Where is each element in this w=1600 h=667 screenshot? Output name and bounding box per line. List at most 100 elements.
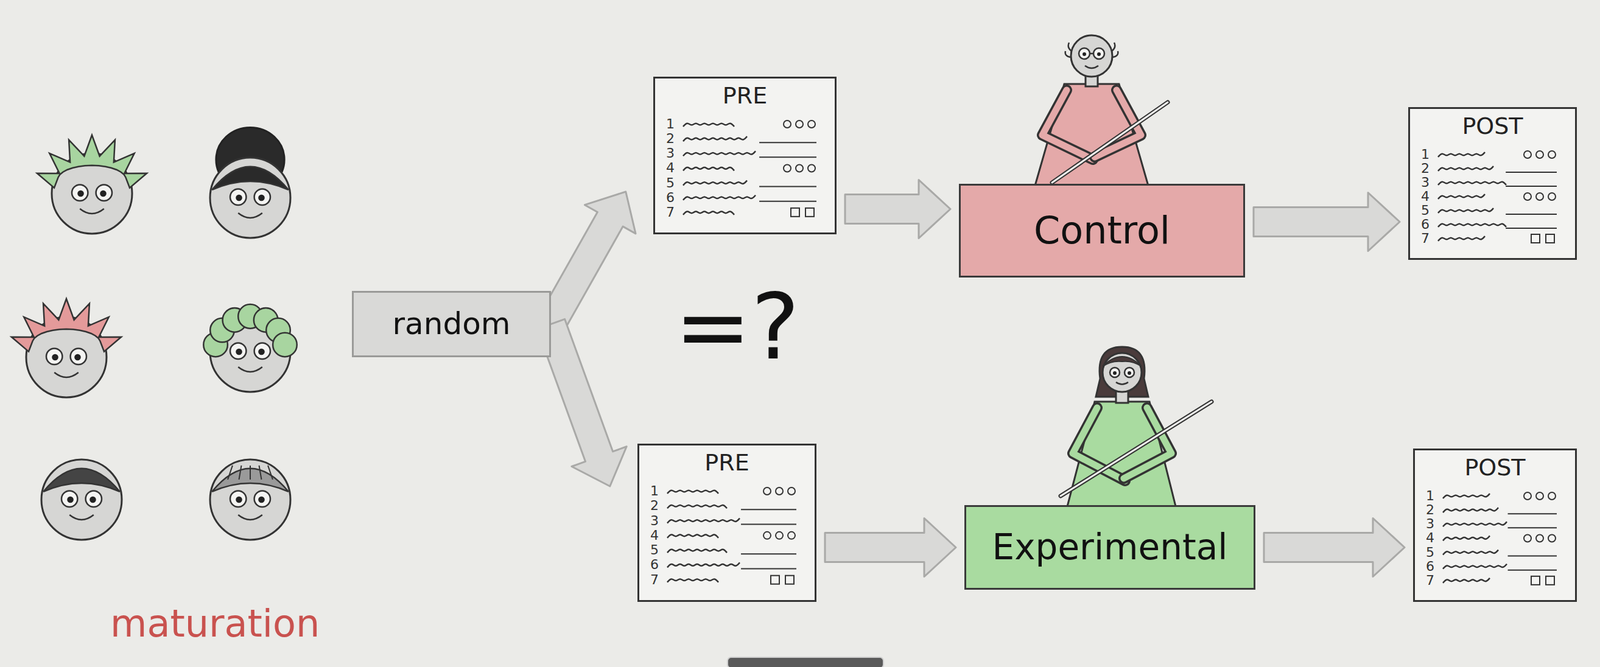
control-teacher-figure (1065, 42, 1119, 58)
scribble-line (1438, 182, 1507, 186)
student-face (254, 342, 271, 359)
control-teacher-figure (1084, 65, 1099, 69)
student-face (41, 459, 122, 541)
block-arrow-connector (538, 191, 636, 332)
pre-test-sheet: PRE (637, 443, 817, 603)
student-face (77, 190, 85, 198)
scribble-line (1442, 535, 1490, 541)
answer-circle (783, 120, 791, 128)
experimental-teacher-figure (1102, 356, 1142, 367)
question-number: 1 (1421, 147, 1430, 162)
answer-circle (763, 487, 771, 495)
question-number: 1 (666, 117, 675, 131)
answer-line (759, 186, 817, 188)
answer-circle (1548, 534, 1556, 542)
node-label: random (392, 307, 511, 341)
answer-line (740, 524, 797, 526)
student-face (11, 298, 122, 352)
experimental-teacher-figure (1112, 371, 1117, 376)
sheet-heading: POST (1461, 113, 1523, 140)
student-face (37, 135, 147, 234)
experimental-teacher-figure (1109, 367, 1120, 378)
answer-circle (1548, 150, 1556, 159)
student-face (238, 515, 263, 520)
answer-circle (1523, 492, 1532, 500)
control-teacher-figure (1033, 84, 1150, 190)
student-face (249, 465, 251, 480)
block-arrow-connector (1263, 518, 1405, 578)
student-face (85, 490, 102, 507)
answer-line (1505, 213, 1557, 215)
question-number: 4 (650, 529, 659, 543)
student-face (230, 342, 246, 359)
student-face (71, 184, 88, 201)
scribble-line (683, 167, 735, 171)
answer-circle (775, 532, 783, 540)
scribble-line (1438, 236, 1485, 242)
answer-box (770, 575, 780, 585)
student-face (66, 496, 74, 504)
student-face (203, 304, 297, 393)
scribble-line (667, 535, 719, 539)
student-face (210, 127, 291, 239)
post-test-sheet: POST (1408, 107, 1577, 260)
equality-question-mark: =? (674, 281, 800, 373)
answer-circle (1536, 150, 1544, 159)
answer-circle (763, 532, 771, 540)
control-teacher-figure (1082, 52, 1087, 57)
answer-line (759, 200, 817, 203)
answer-box (1531, 234, 1540, 243)
answer-line (1505, 185, 1557, 187)
student-face (267, 465, 273, 480)
student-face (96, 184, 113, 201)
answer-line (740, 568, 797, 570)
student-face (227, 465, 233, 480)
scribble-line (683, 195, 756, 201)
student-face (210, 459, 291, 541)
question-number: 2 (650, 499, 659, 513)
question-number: 1 (650, 484, 659, 499)
scribble-line (683, 211, 735, 215)
student-face (211, 166, 288, 190)
answer-line (759, 156, 817, 158)
answer-circle (807, 120, 816, 128)
scribble-line (1442, 550, 1499, 556)
student-face (43, 468, 120, 492)
student-face (230, 490, 246, 507)
student-face (258, 496, 265, 504)
experimental-group-box: Experimental (964, 505, 1256, 590)
maturation-label: maturation (110, 605, 320, 643)
experimental-teacher-figure (1102, 353, 1142, 393)
pre-test-sheet: PRE (653, 76, 837, 235)
student-face (254, 188, 271, 205)
answer-box (790, 208, 800, 217)
experimental-teacher-figure (1115, 382, 1129, 385)
answer-circle (775, 487, 783, 495)
scribble-line (667, 490, 719, 494)
student-face (259, 465, 262, 480)
answer-line (740, 553, 797, 555)
student-face (272, 333, 298, 358)
block-arrow-connector (1253, 192, 1400, 252)
scroll-handle (727, 657, 884, 667)
student-face (258, 348, 265, 356)
question-number: 5 (650, 543, 659, 558)
question-number: 7 (666, 205, 675, 220)
student-face (74, 354, 81, 362)
answer-circle (1523, 192, 1532, 201)
answer-circle (787, 487, 796, 495)
scribble-line (683, 180, 748, 186)
experimental-teacher-figure (1060, 401, 1212, 497)
scribble-line (683, 136, 748, 142)
question-number: 4 (1425, 531, 1435, 545)
block-arrow-connector (845, 180, 951, 239)
scribble-line (667, 562, 740, 568)
experimental-teacher-figure (1124, 367, 1135, 378)
student-face (210, 157, 291, 239)
answer-line (1508, 569, 1557, 572)
scribble-line (667, 505, 727, 509)
sheet-heading: POST (1464, 455, 1526, 481)
control-teacher-figure (1078, 48, 1090, 60)
answer-circle (1536, 492, 1544, 500)
question-number: 6 (666, 191, 675, 205)
